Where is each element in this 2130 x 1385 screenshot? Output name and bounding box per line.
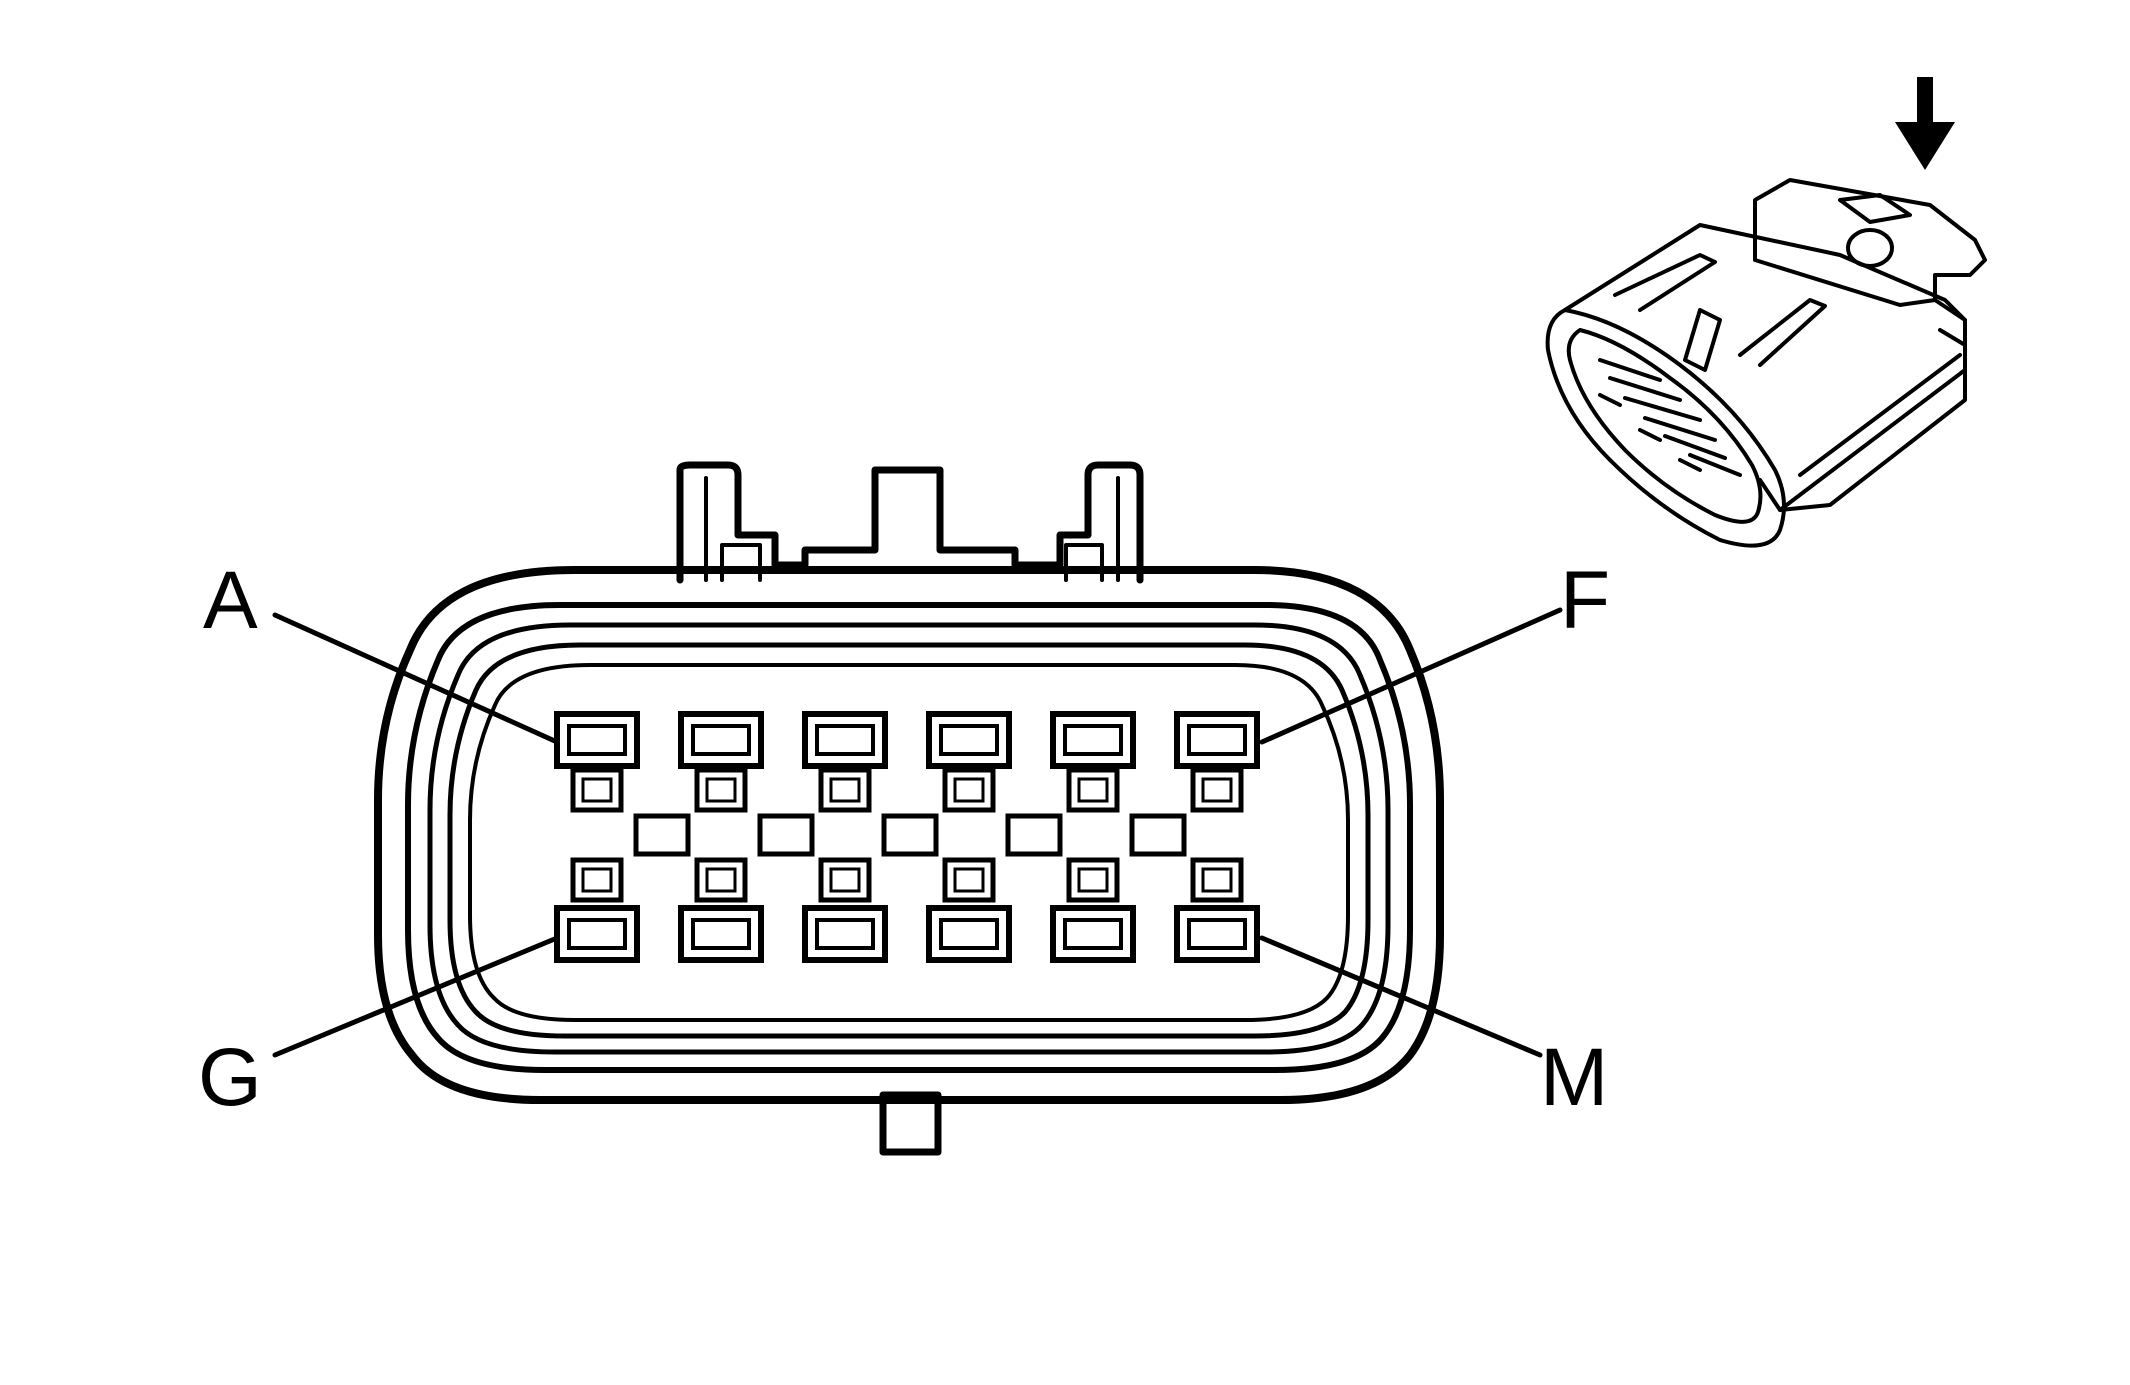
pin-cavity	[926, 905, 1012, 963]
pin-cavity	[678, 711, 764, 769]
connector-isometric-icon	[1545, 178, 1987, 548]
leader-line-f	[1259, 607, 1563, 745]
small-cavity	[1066, 857, 1120, 903]
pin-cavity	[1174, 711, 1260, 769]
leader-line-g	[272, 935, 560, 1058]
leader-lines	[272, 607, 1563, 1058]
small-cavity	[942, 857, 996, 903]
small-cavity	[1190, 767, 1244, 813]
pin-cavity	[926, 711, 1012, 769]
seal-ring-1	[405, 602, 1413, 1073]
middle-cavity	[757, 813, 815, 857]
leader-line-m	[1259, 935, 1543, 1058]
small-cavity	[694, 857, 748, 903]
small-cavity	[570, 857, 624, 903]
middle-cavity	[1005, 813, 1063, 857]
small-cavity	[570, 767, 624, 813]
pin-cavity	[1174, 905, 1260, 963]
small-cavity	[1190, 857, 1244, 903]
top-latch	[676, 461, 1144, 584]
pin-label-g: G	[198, 1032, 262, 1123]
middle-cavity	[1129, 813, 1187, 857]
middle-cavity	[881, 813, 939, 857]
bottom-key	[879, 1091, 942, 1156]
small-cavity	[1066, 767, 1120, 813]
pin-label-a: A	[203, 555, 258, 646]
seal-ring-3	[447, 642, 1371, 1039]
down-arrow-icon	[1895, 77, 1955, 170]
small-cavity	[818, 857, 872, 903]
pin-cavity	[802, 905, 888, 963]
pin-label-f: F	[1560, 555, 1610, 646]
small-cavity	[942, 767, 996, 813]
pin-cavity	[678, 905, 764, 963]
leader-line-a	[272, 612, 560, 745]
pin-cavity	[802, 711, 888, 769]
pin-cavity	[1050, 711, 1136, 769]
pin-cavity	[1050, 905, 1136, 963]
seal-ring-2	[427, 622, 1391, 1055]
terminal-cavities	[554, 711, 1260, 963]
small-cavity	[818, 767, 872, 813]
pin-label-m: M	[1540, 1032, 1608, 1123]
pin-cavity	[554, 905, 640, 963]
connector-face	[374, 461, 1444, 1156]
small-cavity	[694, 767, 748, 813]
middle-cavity	[633, 813, 691, 857]
seal-ring-4	[468, 663, 1350, 1022]
